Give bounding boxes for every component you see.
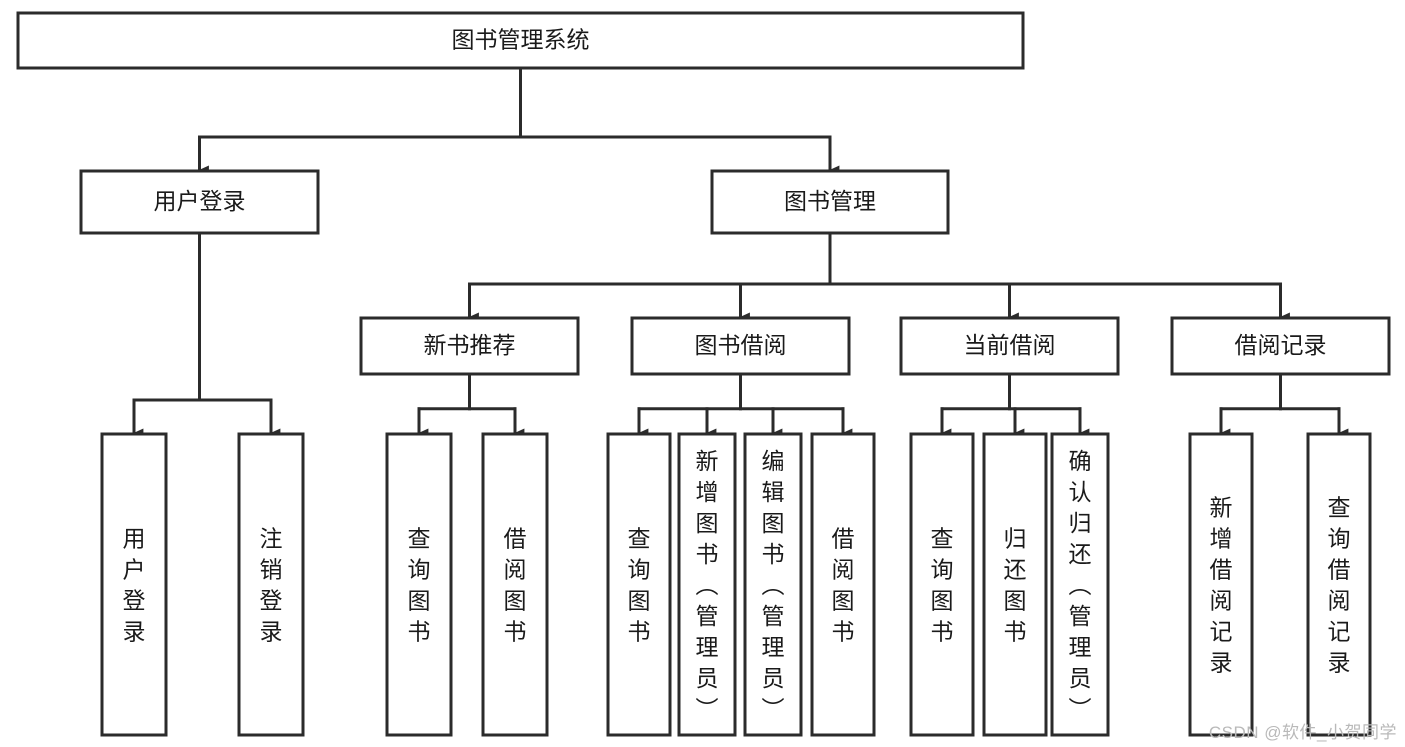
node-box — [1188, 432, 1254, 737]
node-label: 新增借阅记录 — [1210, 495, 1233, 676]
node-box — [810, 432, 876, 737]
node-label: 用户登录 — [123, 526, 146, 645]
node-label: 借阅记录 — [1235, 332, 1327, 358]
node-label: 当前借阅 — [964, 332, 1056, 358]
node-label: 借阅图书 — [504, 526, 527, 645]
node-box — [630, 316, 851, 376]
node-label: 查询图书 — [408, 526, 431, 645]
node-l-borrow-book-1[interactable]: 借阅图书 — [481, 432, 549, 737]
node-label: 借阅图书 — [832, 526, 855, 645]
node-n-current-borrow[interactable]: 当前借阅 — [899, 316, 1120, 376]
node-l-query-record[interactable]: 查询借阅记录 — [1306, 432, 1372, 737]
node-box — [606, 432, 672, 737]
node-box — [710, 169, 950, 235]
node-label: 查询借阅记录 — [1328, 495, 1351, 676]
node-label: 注销登录 — [260, 526, 283, 645]
node-n-user-login[interactable]: 用户登录 — [79, 169, 320, 235]
node-l-add-book[interactable]: 新增图书︵管理员︶ — [677, 432, 737, 737]
connector-layer — [132, 66, 1349, 438]
node-label: 图书管理系统 — [452, 27, 590, 53]
node-box — [743, 432, 803, 737]
node-box — [79, 169, 320, 235]
node-n-book-borrow[interactable]: 图书借阅 — [630, 316, 851, 376]
node-l-query-book-1[interactable]: 查询图书 — [385, 432, 453, 737]
node-l-confirm-return[interactable]: 确认归还︵管理员︶ — [1050, 432, 1110, 737]
node-box — [359, 316, 580, 376]
node-label: 图书管理 — [784, 188, 876, 214]
node-box — [899, 316, 1120, 376]
node-l-borrow-book-2[interactable]: 借阅图书 — [810, 432, 876, 737]
node-label: 用户登录 — [154, 188, 246, 214]
node-l-user-login[interactable]: 用户登录 — [100, 432, 168, 737]
node-label: 编辑图书︵管理员︶ — [762, 448, 785, 722]
node-box — [1170, 316, 1391, 376]
node-box — [909, 432, 975, 737]
node-label: 图书借阅 — [695, 332, 787, 358]
node-box — [1050, 432, 1110, 737]
node-box — [1306, 432, 1372, 737]
node-l-add-record[interactable]: 新增借阅记录 — [1188, 432, 1254, 737]
node-label: 确认归还︵管理员︶ — [1069, 448, 1092, 722]
node-label: 归还图书 — [1004, 526, 1027, 645]
node-label: 新增图书︵管理员︶ — [696, 448, 719, 722]
node-box — [100, 432, 168, 737]
node-l-user-logout[interactable]: 注销登录 — [237, 432, 305, 737]
node-n-borrow-record[interactable]: 借阅记录 — [1170, 316, 1391, 376]
node-label: 新书推荐 — [424, 332, 516, 358]
node-box — [385, 432, 453, 737]
node-box — [982, 432, 1048, 737]
node-l-return-book[interactable]: 归还图书 — [982, 432, 1048, 737]
node-l-edit-book[interactable]: 编辑图书︵管理员︶ — [743, 432, 803, 737]
node-l-query-book-3[interactable]: 查询图书 — [909, 432, 975, 737]
node-root[interactable]: 图书管理系统 — [16, 11, 1025, 70]
node-box — [677, 432, 737, 737]
node-layer: 图书管理系统用户登录图书管理新书推荐图书借阅当前借阅借阅记录用户登录注销登录查询… — [16, 11, 1391, 737]
node-box — [237, 432, 305, 737]
node-l-query-book-2[interactable]: 查询图书 — [606, 432, 672, 737]
node-label: 查询图书 — [628, 526, 651, 645]
node-label: 查询图书 — [931, 526, 954, 645]
node-box — [16, 11, 1025, 70]
node-n-new-book-rec[interactable]: 新书推荐 — [359, 316, 580, 376]
watermark-text: CSDN @软件_小贺同学 — [1208, 723, 1397, 742]
node-n-book-mgmt[interactable]: 图书管理 — [710, 169, 950, 235]
node-box — [481, 432, 549, 737]
